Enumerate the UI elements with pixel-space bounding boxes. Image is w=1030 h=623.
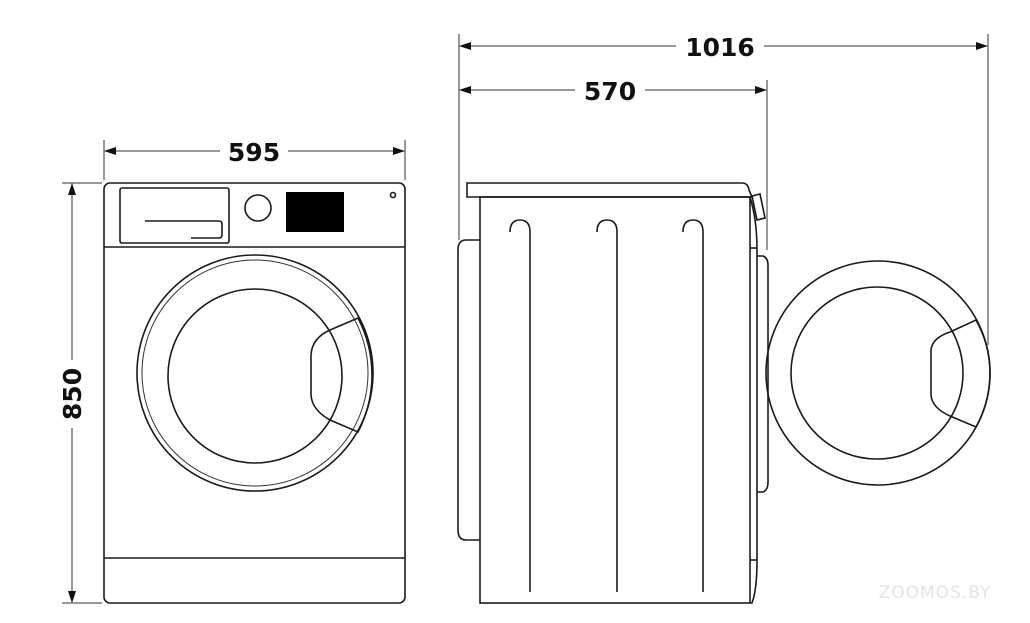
power-indicator-icon: [389, 191, 397, 199]
display-panel: [286, 192, 344, 232]
door-handle: [310, 316, 373, 434]
watermark: ZOOMOS.BY: [879, 583, 992, 603]
dimension-1016: 1016: [458, 33, 989, 345]
dimension-595: 595: [103, 138, 406, 180]
open-door-handle: [930, 318, 991, 429]
detergent-drawer: [119, 187, 230, 244]
dimension-label-570: 570: [584, 77, 636, 106]
dimension-850: 850: [58, 182, 102, 604]
side-knob: [751, 193, 766, 221]
open-door: [765, 260, 991, 486]
side-view: [457, 182, 991, 604]
dimension-570: 570: [459, 77, 768, 250]
dimension-label-850: 850: [58, 368, 87, 420]
dimension-label-595: 595: [228, 138, 280, 167]
front-door-profile: [757, 255, 769, 493]
door: [136, 254, 374, 492]
front-view: [103, 182, 406, 604]
back-cover: [457, 239, 480, 541]
program-knob-icon: [244, 194, 272, 222]
side-ribs: [509, 219, 704, 592]
dimension-label-1016: 1016: [685, 33, 755, 62]
